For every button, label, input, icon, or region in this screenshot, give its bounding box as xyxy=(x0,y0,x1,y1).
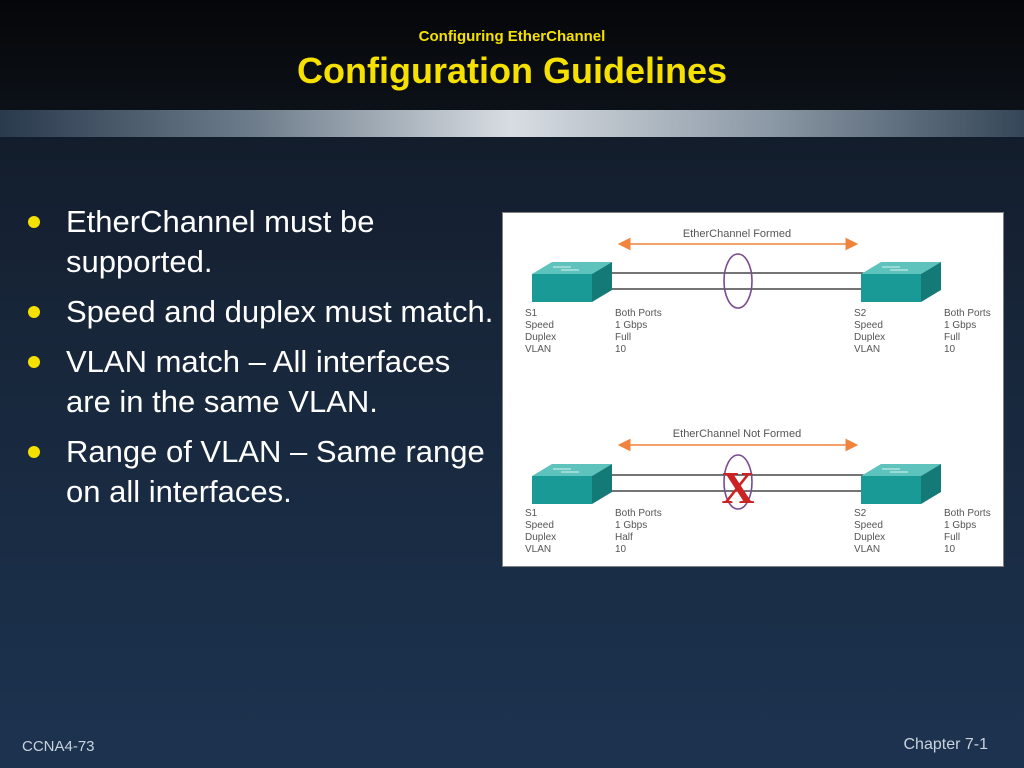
spec-value: 1 Gbps xyxy=(944,520,976,531)
slide-title: Configuration Guidelines xyxy=(297,50,727,91)
spec-value: Both Ports xyxy=(944,308,991,319)
spec-value: Half xyxy=(615,532,633,543)
spec-label: Speed xyxy=(854,320,883,331)
spec-label: VLAN xyxy=(854,544,880,555)
switch-s1-top xyxy=(532,262,612,302)
spec-value: 1 Gbps xyxy=(944,320,976,331)
switch-s2-top xyxy=(861,262,941,302)
footer-slide-id: CCNA4-73 xyxy=(22,738,95,755)
spec-value: Both Ports xyxy=(615,508,662,519)
spec-value: 10 xyxy=(615,344,627,355)
bullet-dot xyxy=(28,216,40,228)
spec-value: 10 xyxy=(615,544,627,555)
bullet-text: EtherChannel must be supported. xyxy=(66,204,375,279)
bullet-item: VLAN match – All interfaces are in the s… xyxy=(28,342,498,422)
bottom-left-specs: S1 Speed Duplex VLAN Both Ports 1 Gbps H… xyxy=(525,508,662,555)
switch-s2-bottom xyxy=(861,464,941,504)
spec-label: Duplex xyxy=(525,532,556,543)
slide-subtitle: Configuring EtherChannel xyxy=(418,28,606,45)
bullet-item: Speed and duplex must match. xyxy=(28,292,498,332)
bottom-bundle-ellipse xyxy=(723,454,753,510)
bullet-dot xyxy=(28,446,40,458)
spec-label: Duplex xyxy=(525,332,556,343)
spec-label: Speed xyxy=(525,320,554,331)
switch-s1-bottom xyxy=(532,464,612,504)
spec-value: Full xyxy=(944,532,960,543)
top-right-specs: S2 Speed Duplex VLAN Both Ports 1 Gbps F… xyxy=(854,308,991,355)
spec-label: VLAN xyxy=(854,344,880,355)
spec-label: S1 xyxy=(525,308,538,319)
spec-value: Full xyxy=(615,332,631,343)
bullet-text: VLAN match – All interfaces are in the s… xyxy=(66,344,451,419)
bullet-list: EtherChannel must be supported. Speed an… xyxy=(28,202,498,522)
bullet-item: Range of VLAN – Same range on all interf… xyxy=(28,432,498,512)
spec-label: S2 xyxy=(854,308,867,319)
header-divider-bar xyxy=(0,110,1024,137)
spec-value: 10 xyxy=(944,544,956,555)
bullet-item: EtherChannel must be supported. xyxy=(28,202,498,282)
spec-value: Both Ports xyxy=(615,308,662,319)
slide-header: Configuring EtherChannel Configuration G… xyxy=(0,0,1024,110)
bullet-text: Speed and duplex must match. xyxy=(66,294,494,329)
spec-label: S2 xyxy=(854,508,867,519)
spec-value: Both Ports xyxy=(944,508,991,519)
top-left-specs: S1 Speed Duplex VLAN Both Ports 1 Gbps F… xyxy=(525,308,662,355)
spec-label: Speed xyxy=(854,520,883,531)
footer-chapter: Chapter 7-1 xyxy=(903,736,989,753)
diagram-svg: EtherChannel Formed S1 Speed Duplex VLAN… xyxy=(525,228,991,555)
bullet-dot xyxy=(28,356,40,368)
top-caption: EtherChannel Formed xyxy=(683,228,791,240)
spec-label: Speed xyxy=(525,520,554,531)
not-formed-x-mark: X xyxy=(721,462,754,513)
bottom-caption: EtherChannel Not Formed xyxy=(673,428,801,440)
spec-value: 10 xyxy=(944,344,956,355)
bottom-right-specs: S2 Speed Duplex VLAN Both Ports 1 Gbps F… xyxy=(854,508,991,555)
spec-label: Duplex xyxy=(854,532,885,543)
spec-label: S1 xyxy=(525,508,538,519)
spec-label: Duplex xyxy=(854,332,885,343)
bullet-text: Range of VLAN – Same range on all interf… xyxy=(66,434,485,509)
bullet-dot xyxy=(28,306,40,318)
spec-value: 1 Gbps xyxy=(615,320,647,331)
spec-value: 1 Gbps xyxy=(615,520,647,531)
spec-label: VLAN xyxy=(525,544,551,555)
spec-value: Full xyxy=(944,332,960,343)
top-bundle-ellipse xyxy=(723,253,753,309)
etherchannel-diagram: EtherChannel Formed S1 Speed Duplex VLAN… xyxy=(502,212,1004,567)
spec-label: VLAN xyxy=(525,344,551,355)
